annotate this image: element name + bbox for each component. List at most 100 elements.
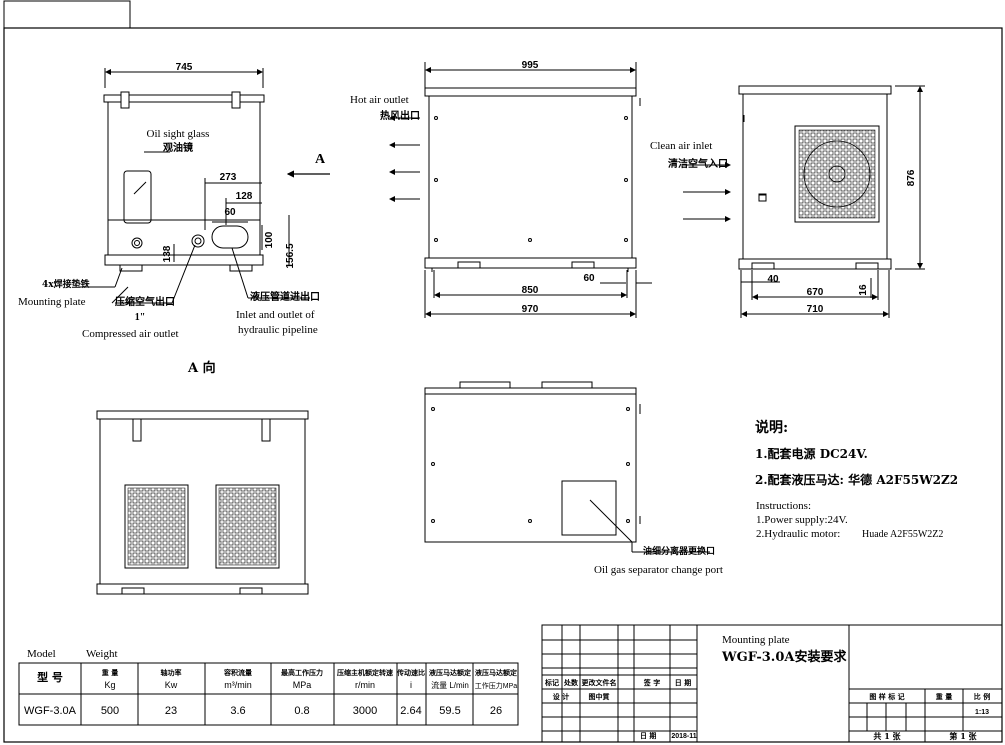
- th-ratio: 传动速比: [396, 668, 425, 677]
- dim-670: 670: [807, 287, 824, 298]
- spec-table-header: 型 号 重 量 Kg 轴功率 Kw 容积流量 m³/min 最高工作压力 MPa…: [37, 668, 517, 690]
- td-pressure: 0.8: [294, 705, 309, 717]
- title-block-text: Mounting plate WGF-3.0A安装要求 标记 处数 更改文件名 …: [544, 634, 990, 741]
- td-weight: 500: [101, 705, 119, 717]
- notes-title-cn: 说明:: [755, 419, 788, 436]
- design-sub-label: 图中質: [589, 692, 610, 701]
- sheet-number: 第 1 张: [949, 731, 977, 741]
- right-view-labels: Clean air inlet 清洁空气入口 876 40 670 710 16: [650, 140, 917, 315]
- hot-air-outlet-cn: 热风出口: [380, 109, 420, 122]
- th-motor-flow-unit: 流量 L/min: [431, 680, 469, 690]
- clean-air-inlet-en: Clean air inlet: [650, 140, 712, 152]
- oil-gas-port-cn: 油细分离器更换口: [643, 545, 715, 557]
- weight-label: 重 量: [936, 692, 952, 701]
- design-label: 设 计: [553, 692, 569, 701]
- dim-710: 710: [807, 304, 824, 315]
- spec-table-grid: [18, 662, 519, 726]
- title-block-cn: WGF-3.0A安装要求: [721, 649, 847, 665]
- dim-273: 273: [220, 172, 237, 183]
- dim-970: 970: [522, 304, 539, 315]
- top-view: [424, 381, 710, 553]
- title-block-grid: [541, 624, 1003, 743]
- th-speed: 压缩主机额定转速: [337, 668, 393, 677]
- spec-table-row: WGF-3.0A 500 23 3.6 0.8 3000 2.64 59.5 2…: [24, 705, 502, 717]
- th-pressure: 最高工作压力: [281, 668, 323, 677]
- td-flow: 3.6: [230, 705, 245, 717]
- dim-16: 16: [858, 284, 869, 296]
- dim-60: 60: [224, 207, 236, 218]
- hydraulic-pipeline-en-2: hydraulic pipeline: [238, 324, 318, 336]
- hydraulic-pipeline-en-1: Inlet and outlet of: [236, 309, 315, 321]
- bolts-label-cn: 4x焊接垫铁: [42, 278, 90, 290]
- dim-60-side: 60: [583, 273, 595, 284]
- view-a: [96, 410, 309, 595]
- th-shaft-power-unit: Kw: [165, 680, 178, 690]
- hydraulic-pipeline-cn: 液压管道进出口: [250, 290, 320, 303]
- dim-100: 100: [264, 231, 275, 248]
- th-weight: 重 量: [102, 668, 118, 677]
- date-label: 日 期: [640, 731, 656, 740]
- scale-value: 1:13: [975, 709, 989, 716]
- th-shaft-power: 轴功率: [161, 668, 182, 677]
- hot-air-outlet-en: Hot air outlet: [350, 94, 409, 106]
- table-weight-label: Weight: [86, 648, 118, 660]
- td-motor-pressure: 26: [490, 705, 502, 717]
- compressed-air-size: 1": [135, 312, 146, 323]
- dim-40: 40: [767, 274, 779, 285]
- notes-line2-en-a: 2.Hydraulic motor:: [756, 528, 840, 540]
- th-motor-flow: 液压马达额定: [429, 668, 471, 677]
- notes-line1-en: 1.Power supply:24V.: [756, 514, 848, 526]
- date-value: 2018-11: [671, 733, 696, 740]
- side-view-labels: 995 Hot air outlet 热风出口 60 850 970: [350, 60, 595, 315]
- notes-line1-cn: 1.配套电源 DC24V.: [755, 446, 868, 461]
- th-flow: 容积流量: [223, 668, 252, 677]
- dim-128: 128: [236, 191, 253, 202]
- scale-label: 比 例: [974, 692, 990, 701]
- dim-138: 138: [162, 245, 173, 262]
- th-motor-pressure-unit: 工作压力MPa: [475, 681, 517, 690]
- rev-label-date: 日 期: [675, 678, 691, 687]
- th-pressure-unit: MPa: [293, 680, 312, 690]
- dim-995: 995: [522, 60, 539, 71]
- clean-air-inlet-cn: 清洁空气入口: [668, 157, 728, 170]
- td-motor-flow: 59.5: [439, 705, 460, 717]
- dim-876: 876: [906, 169, 917, 186]
- mounting-plate-label: Mounting plate: [18, 296, 86, 308]
- th-motor-pressure: 液压马达额定: [475, 668, 517, 677]
- notes-title-en: Instructions:: [756, 500, 811, 512]
- front-view: [78, 68, 330, 304]
- oil-sight-glass-en: Oil sight glass: [147, 128, 210, 140]
- td-ratio: 2.64: [400, 705, 421, 717]
- right-view: [683, 85, 925, 318]
- th-weight-unit: Kg: [104, 680, 115, 690]
- notes: 说明: 1.配套电源 DC24V. 2.配套液压马达: 华德 A2F55W2Z2…: [755, 419, 958, 540]
- rev-label-mark: 标记: [544, 678, 559, 687]
- front-view-labels: 745 Oil sight glass 观油镜 273 128 60 100 1…: [18, 62, 326, 340]
- th-model: 型 号: [37, 670, 63, 684]
- view-arrow-label: A: [315, 152, 326, 167]
- notes-line2-cn: 2.配套液压马达: 华德 A2F55W2Z2: [755, 472, 958, 487]
- side-view: [389, 62, 652, 318]
- th-flow-unit: m³/min: [224, 680, 252, 690]
- oil-gas-port-en: Oil gas separator change port: [594, 564, 723, 576]
- title-block-en: Mounting plate: [722, 634, 790, 646]
- sheet-total: 共 1 张: [873, 731, 901, 741]
- rev-label-file: 更改文件名: [582, 678, 617, 687]
- top-view-labels: 油细分离器更换口 Oil gas separator change port: [594, 545, 723, 576]
- rev-label-count: 处数: [563, 678, 579, 687]
- td-model: WGF-3.0A: [24, 705, 77, 717]
- th-speed-unit: r/min: [355, 680, 375, 690]
- dim-156-5: 156.5: [285, 243, 296, 268]
- view-a-label: A 向: [187, 360, 216, 376]
- compressed-air-en: Compressed air outlet: [82, 328, 179, 340]
- compressed-air-cn: 压缩空气出口: [115, 295, 175, 308]
- td-speed: 3000: [353, 705, 377, 717]
- drawing-frame: [3, 0, 1003, 743]
- rev-label-sign: 签 字: [643, 678, 660, 687]
- td-shaft-power: 23: [165, 705, 177, 717]
- dim-850: 850: [522, 285, 539, 296]
- table-model-label: Model: [27, 648, 56, 660]
- dim-745: 745: [176, 62, 193, 73]
- notes-line2-en-b: Huade A2F55W2Z2: [862, 529, 943, 540]
